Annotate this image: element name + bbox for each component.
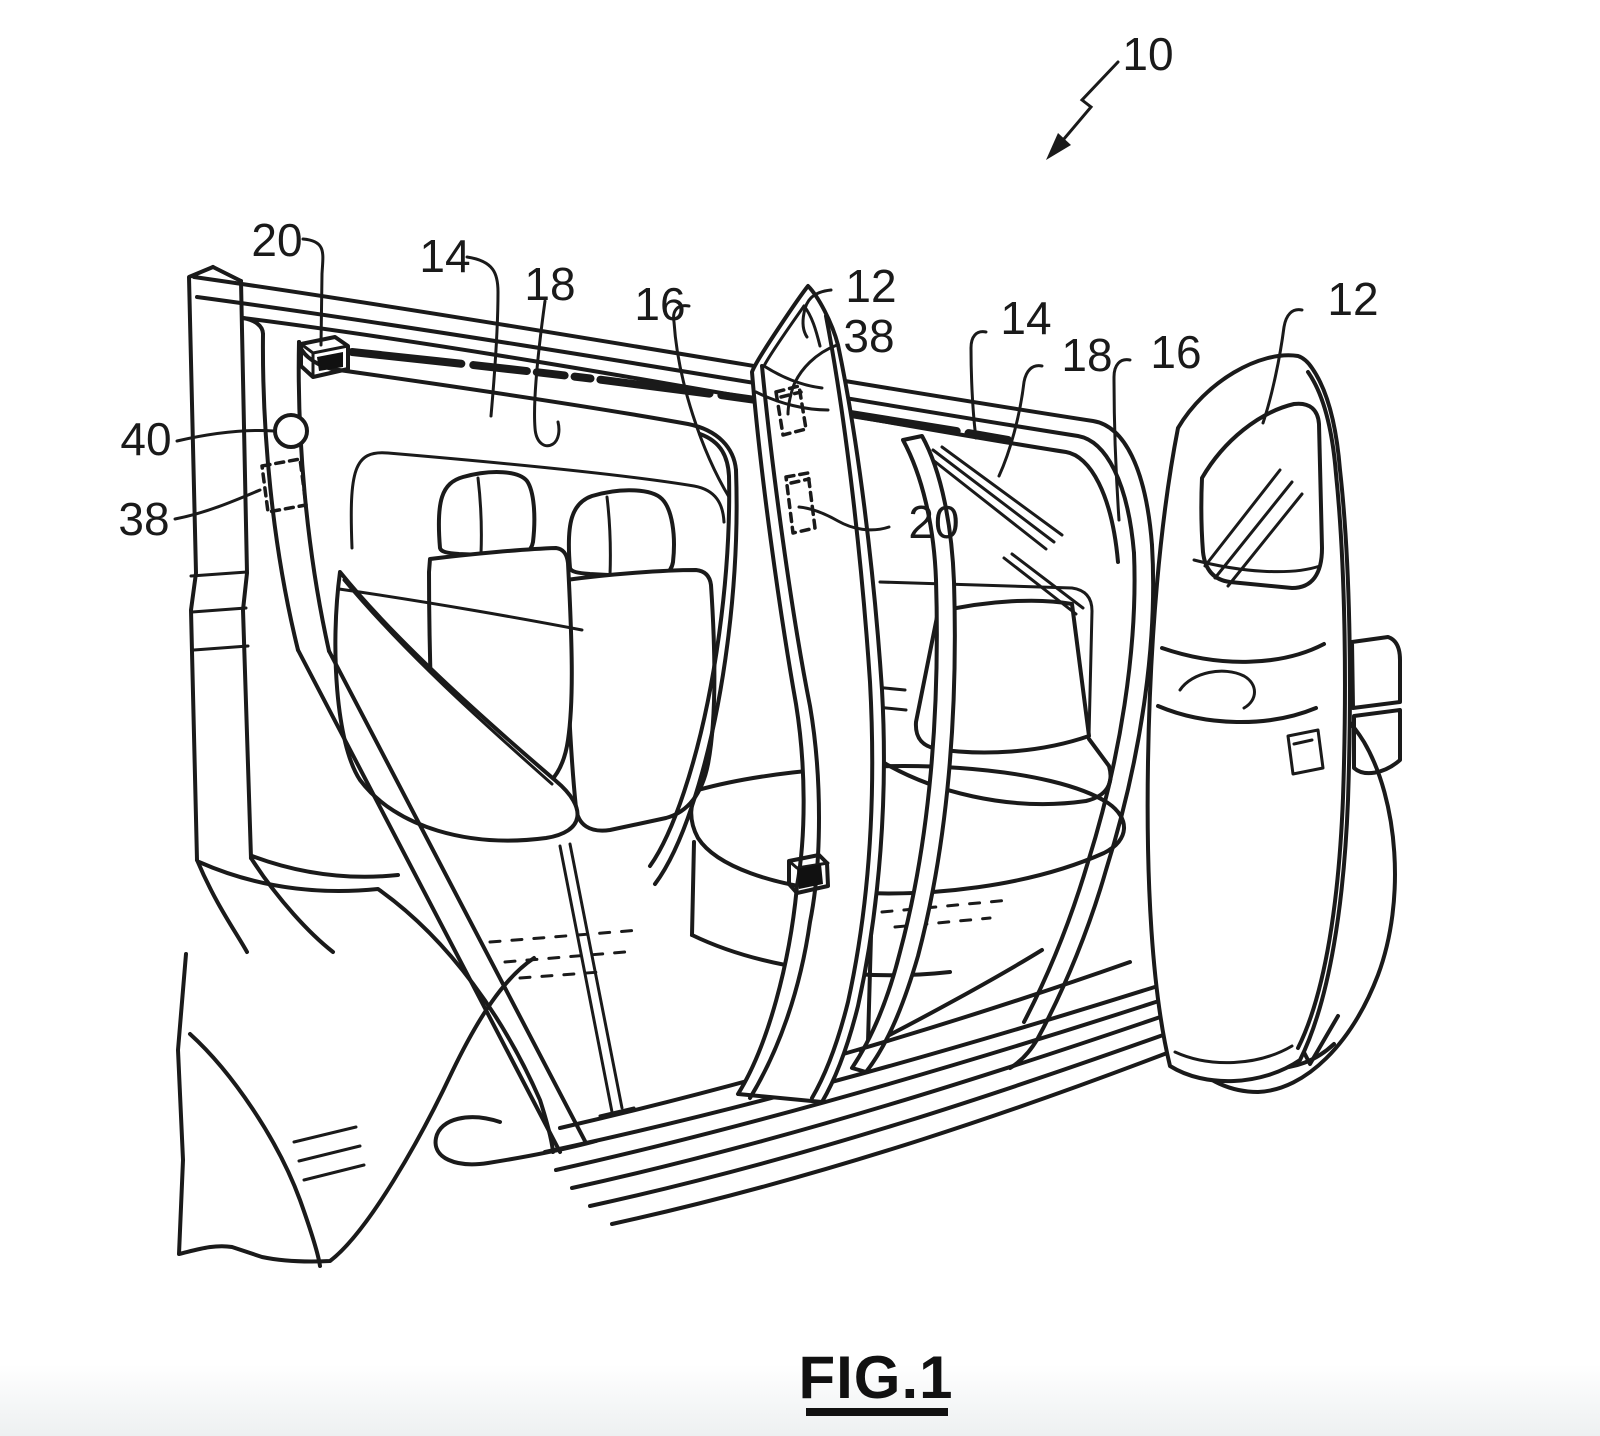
leader-18-upper-left (533, 299, 561, 448)
door-glass-hatching (1203, 468, 1304, 588)
seat-headrest (566, 488, 676, 580)
seat-back (564, 568, 717, 833)
pillar-devices-left (260, 335, 350, 514)
figure-caption: FIG.1 (798, 1344, 953, 1411)
leader-38-center (786, 343, 839, 416)
ref-label-10: 10 (1122, 28, 1173, 80)
rear-seat-back (913, 598, 1091, 755)
quarter-glass-hatching (922, 445, 1085, 616)
ref-label-40-left: 40 (120, 413, 171, 465)
open-front-door (1145, 353, 1352, 1084)
leader-14-right (969, 330, 988, 440)
seat-headrest (436, 470, 537, 559)
ref-label-18-right: 18 (1061, 329, 1112, 381)
ref-label-38-center: 38 (843, 310, 894, 362)
ref-label-14-upper-left: 14 (419, 230, 470, 282)
leader-20-upper-left (301, 237, 325, 347)
sensor-circle-40 (273, 413, 309, 449)
ref-label-38-left: 38 (118, 493, 169, 545)
door-armrest (1178, 669, 1256, 710)
leader-lines (173, 60, 1304, 532)
leader-38-left (173, 488, 262, 521)
ref-label-14-right: 14 (1000, 292, 1051, 344)
leader-14-upper-left (465, 255, 500, 418)
leader-16-upper-left (672, 304, 731, 499)
latch-striker-20 (299, 335, 350, 379)
rear-fender-broken-away (176, 952, 536, 1268)
sensor-box-20 (784, 471, 817, 535)
bench-seat-cushion (689, 764, 1126, 896)
vehicle-body-shell (187, 265, 1154, 1154)
seat-support-strut (558, 844, 614, 1114)
ref-label-16-right: 16 (1150, 326, 1201, 378)
ref-label-20-upper-left: 20 (251, 214, 302, 266)
floor-texture (488, 898, 1012, 980)
ref-label-16-upper-left: 16 (634, 278, 685, 330)
ref-label-12-right: 12 (1327, 273, 1378, 325)
figure-caption-group: FIG.1 (798, 1344, 953, 1416)
ref-label-20-center: 20 (908, 496, 959, 548)
leader-18-right (997, 364, 1044, 478)
leader-20-center (797, 505, 891, 532)
rear-door-opening (850, 434, 1156, 1074)
leader-arrow-10 (1046, 60, 1120, 160)
leader-40-left (175, 429, 276, 443)
leader-16-right (1112, 358, 1132, 522)
door-latch (787, 853, 830, 895)
rocker-sill (433, 960, 1190, 1226)
ref-label-18-upper-left: 18 (524, 258, 575, 310)
door-handle (1286, 728, 1325, 776)
leader-12-center (801, 288, 833, 339)
interior-seats (333, 470, 1126, 1118)
caption-underline (806, 1408, 948, 1416)
sensor-box-38-pillar (260, 457, 308, 514)
ref-label-12-center: 12 (845, 260, 896, 312)
center-open-door (736, 284, 886, 1104)
leader-12-right (1261, 308, 1304, 425)
step-handle (433, 1115, 598, 1167)
reference-labels: 10 20 14 18 16 12 38 20 40 38 14 18 16 1… (118, 28, 1378, 548)
